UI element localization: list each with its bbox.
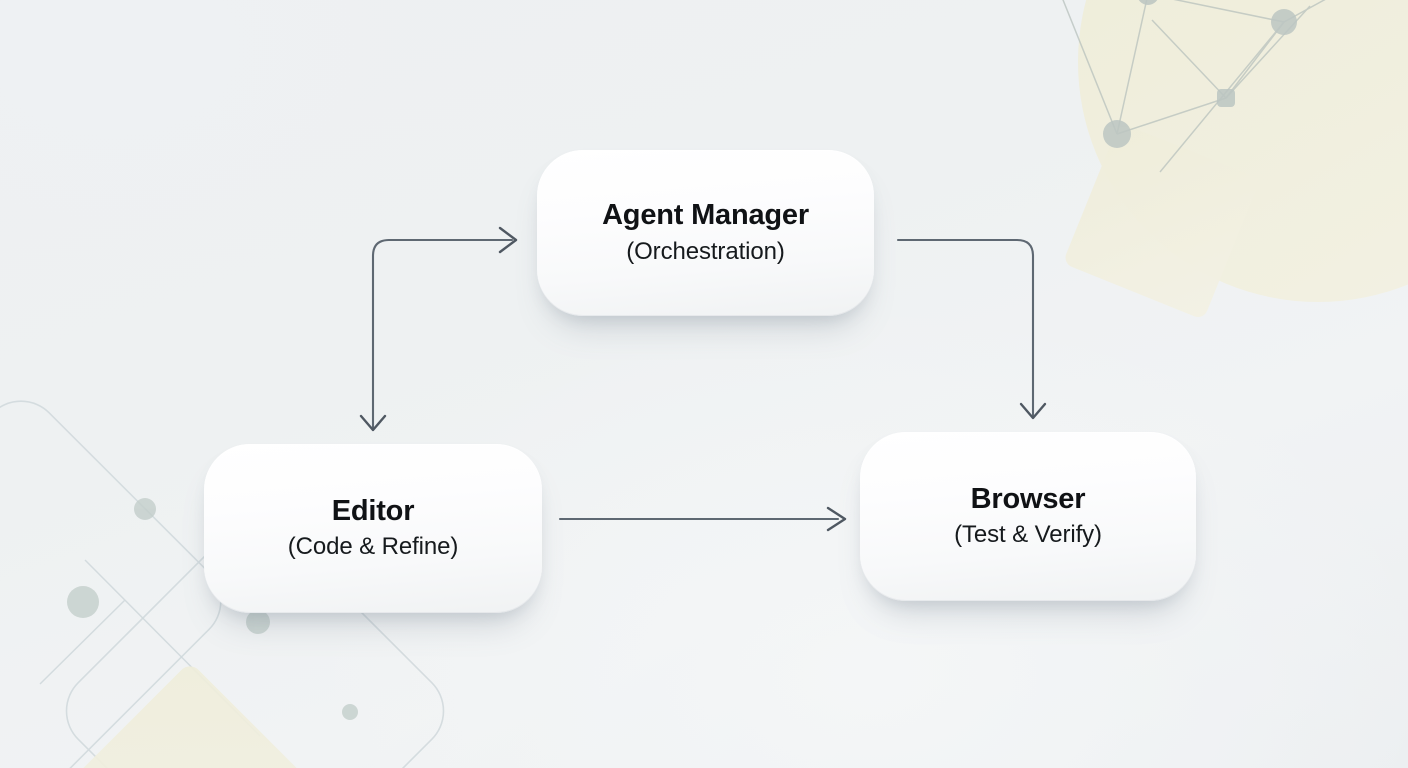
decor-network-top-right [1062,0,1326,173]
node-browser-title: Browser [970,482,1086,515]
node-agent-manager-subtitle: (Orchestration) [626,237,785,265]
node-editor[interactable]: Editor (Code & Refine) [204,444,542,613]
decor-circle-top-right [1078,0,1408,302]
connector-editor-to-agent-manager [359,226,518,432]
decor-square-bottom-left [56,666,324,768]
node-browser-subtitle: (Test & Verify) [954,521,1102,549]
node-browser[interactable]: Browser (Test & Verify) [860,432,1196,601]
node-editor-subtitle: (Code & Refine) [287,533,459,561]
node-agent-manager[interactable]: Agent Manager (Orchestration) [537,150,874,316]
decor-square-top-right [1065,125,1258,318]
connector-agent-manager-to-browser [896,238,1047,420]
decor-network-nodes-top-right [1103,0,1297,148]
connector-editor-to-browser [558,506,847,532]
node-agent-manager-title: Agent Manager [602,199,809,232]
node-editor-title: Editor [331,494,415,527]
